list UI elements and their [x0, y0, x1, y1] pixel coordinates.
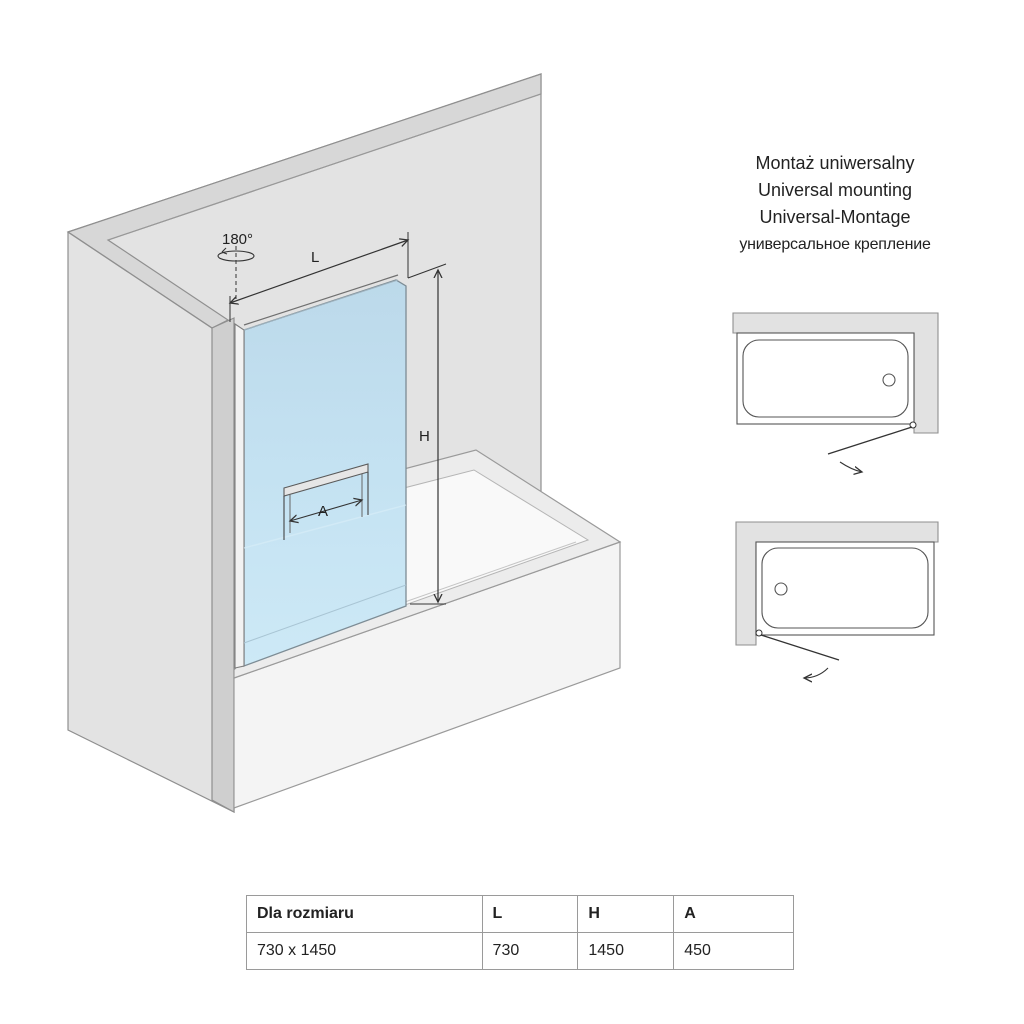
table-header-size: Dla rozmiaru [246, 895, 483, 933]
glass-panel [234, 274, 407, 669]
glass-pane [243, 279, 407, 667]
mounting-caption-de: Universal-Montage [759, 207, 911, 227]
towel-rail [283, 463, 369, 540]
rotation-label: 180° [222, 231, 253, 248]
mounting-caption: Montaż uniwersalny Universal mounting Un… [690, 150, 980, 258]
table-header-h: H [577, 895, 675, 933]
swing-arrow-icon [804, 667, 829, 678]
table-cell-a: 450 [673, 932, 794, 970]
dimension-width: L [230, 232, 408, 322]
plan-view-left-mount [735, 521, 939, 678]
plan-view-right-mount [732, 312, 939, 472]
plan-drain-right [882, 373, 896, 387]
plan-panel-left [760, 634, 840, 661]
dimension-height: H [407, 263, 447, 605]
table-cell-size: 730 x 1450 [246, 932, 483, 970]
mounting-caption-en: Universal mounting [757, 180, 913, 200]
plan-drain-left [774, 582, 788, 596]
wall-profile [234, 322, 245, 669]
table-row: 730 x 1450 730 1450 450 [246, 932, 794, 970]
plan-panel-right [827, 426, 913, 455]
width-dimension-label: L [311, 249, 319, 266]
mounting-caption-pl: Montaż uniwersalny [755, 153, 915, 173]
table-cell-h: 1450 [577, 932, 675, 970]
mounting-caption-ru: универсальное крепление [739, 236, 931, 253]
height-dimension-label: H [419, 428, 430, 445]
swing-arrow-icon [839, 461, 862, 472]
dimension-towel-rail: A [290, 500, 362, 521]
table-header-a: A [673, 895, 794, 933]
table-header-l: L [481, 895, 579, 933]
rotation-indicator: 180° [217, 231, 255, 300]
table-cell-l: 730 [481, 932, 579, 970]
plan-wall-right [732, 312, 939, 434]
table-header-row: Dla rozmiaru L H A [246, 895, 794, 933]
wall-side-face [211, 317, 235, 814]
towel-rail-dimension-label: A [318, 503, 328, 520]
size-table: Dla rozmiaru L H A 730 x 1450 730 1450 4… [246, 895, 794, 970]
